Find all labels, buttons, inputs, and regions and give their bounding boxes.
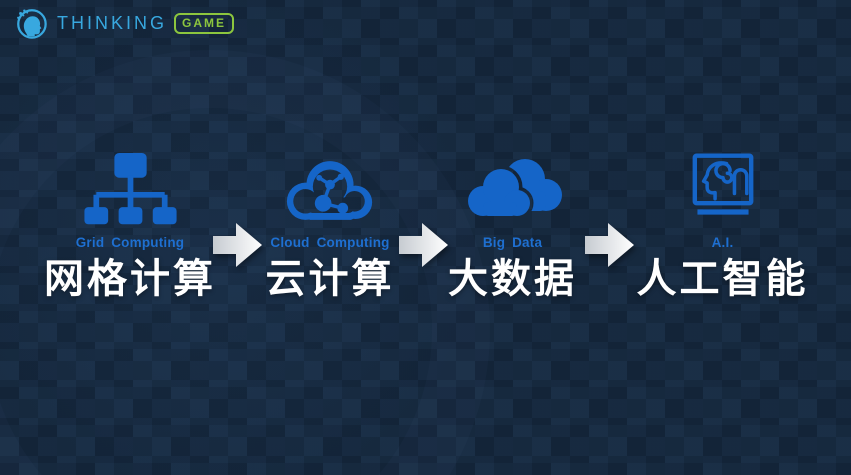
icon-box [425,145,600,229]
flow-label-zh: 云计算 [265,257,395,301]
brand-logo: THINKING GAME [14,6,235,40]
flow-label-zh: 人工智能 [636,257,809,301]
flow-item-grid-computing: Grid Computing 网格计算 [30,145,230,301]
icon-box [30,145,230,229]
flow-caption: Grid Computing [75,235,185,250]
flow-item-big-data: Big Data 大数据 [425,145,600,301]
cloud-molecule-icon [281,154,379,229]
flow-caption: Big Data [482,235,543,250]
right-arrow-icon [399,221,449,269]
right-arrow-icon [585,221,635,269]
flow-label-zh: 大数据 [448,257,577,301]
flow-item-cloud-computing: Cloud Computing 云计算 [240,145,420,301]
icon-box [240,145,420,229]
brain-head-icon [17,9,47,39]
flow-item-ai: A.I. 人工智能 [630,145,815,301]
double-cloud-icon [467,159,562,216]
brand-badge: GAME [174,12,235,34]
grid-network-icon [83,153,177,225]
flow-label-zh: 网格计算 [44,257,216,301]
ai-head-icon [692,153,753,215]
flow-caption: Cloud Computing [270,235,390,250]
icon-box [630,145,815,229]
brand-name: THINKING [57,12,168,33]
right-arrow-icon [213,221,263,269]
flow-caption: A.I. [711,235,734,250]
